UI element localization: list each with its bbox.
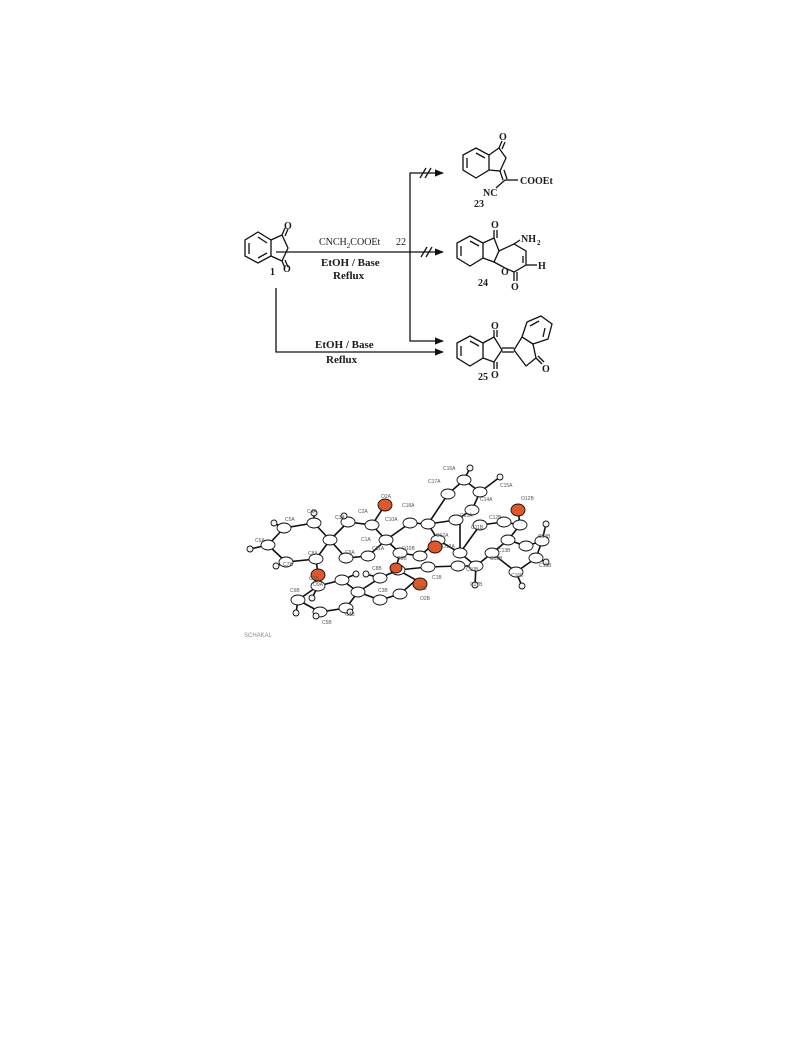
atom-label: C14B	[538, 534, 551, 540]
atom-label: C1B	[432, 575, 442, 581]
atom-label: C17B	[470, 582, 483, 588]
atom-label: C17A	[428, 479, 441, 485]
cond1-line2: Reflux	[333, 270, 365, 282]
c24-nh: NH	[521, 234, 536, 245]
atom-label: C5B	[322, 620, 332, 626]
atom-label: C11B	[471, 525, 484, 531]
ortep-watermark: SCHAKAL	[244, 633, 273, 639]
cond2-line2: Reflux	[326, 354, 358, 366]
atom-label: C1A	[361, 537, 371, 543]
reaction-scheme: O O 1 O NC COOEt 23 O NH 2 H O O 24 O O …	[244, 132, 553, 383]
c23-nc: NC	[483, 188, 497, 199]
c25-o-bottom: O	[491, 370, 499, 381]
atom-label: C4A	[307, 509, 317, 515]
atom-label: C2B	[417, 586, 427, 592]
atom-label: C16B	[511, 573, 524, 579]
atom-label: C12A	[436, 533, 449, 539]
compound-1-label: 1	[270, 267, 275, 278]
atom-label: C15B	[539, 563, 552, 569]
c24-o-top: O	[491, 220, 499, 231]
cond1-line1: EtOH / Base	[321, 257, 380, 269]
atom-label: C9B	[397, 556, 407, 562]
atom-label: C9A	[345, 550, 355, 556]
c25-o-right: O	[542, 364, 550, 375]
compound-23-structure	[462, 140, 518, 189]
reagent-ref: 22	[396, 237, 406, 248]
compound-24-label: 24	[478, 278, 488, 289]
atom-label: C6B	[290, 588, 300, 594]
atom-label: C2A	[358, 509, 368, 515]
atom-label: C10A	[385, 517, 398, 523]
c1-o-bottom: O	[283, 264, 291, 275]
atom-label: C12B	[489, 515, 502, 521]
atom-label: C4B	[345, 612, 355, 618]
c24-h: H	[538, 261, 546, 272]
ortep-atoms	[246, 464, 550, 620]
atom-label: O12A	[442, 544, 455, 550]
atom-label: O2A	[381, 494, 392, 500]
compound-25-structure	[456, 315, 553, 369]
atom-label: C13B	[498, 548, 511, 554]
atom-label: O10B	[402, 546, 415, 552]
compound-1-structure	[244, 227, 289, 269]
c1-o-top: O	[284, 221, 292, 232]
atom-label: C7B	[309, 576, 319, 582]
compound-23-label: 23	[474, 199, 484, 210]
cond2-line1: EtOH / Base	[315, 339, 374, 351]
atom-label: C7A	[283, 562, 293, 568]
atom-label: C16A	[443, 466, 456, 472]
atom-label: C11A	[372, 546, 385, 552]
atom-label: C18A	[402, 503, 415, 509]
atom-label: C3A	[335, 515, 345, 521]
atom-label: C13A	[460, 513, 473, 519]
c25-o-top: O	[491, 321, 499, 332]
c24-o-bottom: O	[511, 282, 519, 293]
atom-label: O2B	[420, 596, 431, 602]
atom-label: O12B	[521, 496, 534, 502]
atom-label: C14A	[480, 497, 493, 503]
c24-nh-subscript: 2	[537, 239, 541, 247]
compound-25-label: 25	[478, 372, 488, 383]
atom-label: C6A	[255, 538, 265, 544]
atom-label: C8A	[308, 551, 318, 557]
reagent-label: CNCH2COOEt	[319, 237, 381, 250]
c23-cooet: COOEt	[520, 176, 553, 187]
atom-label: C15A	[500, 483, 513, 489]
atom-label: C8B	[372, 566, 382, 572]
ortep-atom-labels: C16A C17A C15A C14A C18A C13A C12A O2A C…	[255, 466, 552, 626]
atom-label: C18B	[490, 556, 503, 562]
atom-label: C3B	[378, 588, 388, 594]
atom-label: C10B	[466, 567, 479, 573]
atom-label: O9A	[313, 582, 324, 588]
compound-24-structure	[456, 230, 537, 281]
c23-o: O	[499, 132, 507, 143]
reaction-arrows	[275, 167, 444, 356]
c24-o-ring: O	[501, 267, 509, 278]
atom-label: C5A	[285, 517, 295, 523]
